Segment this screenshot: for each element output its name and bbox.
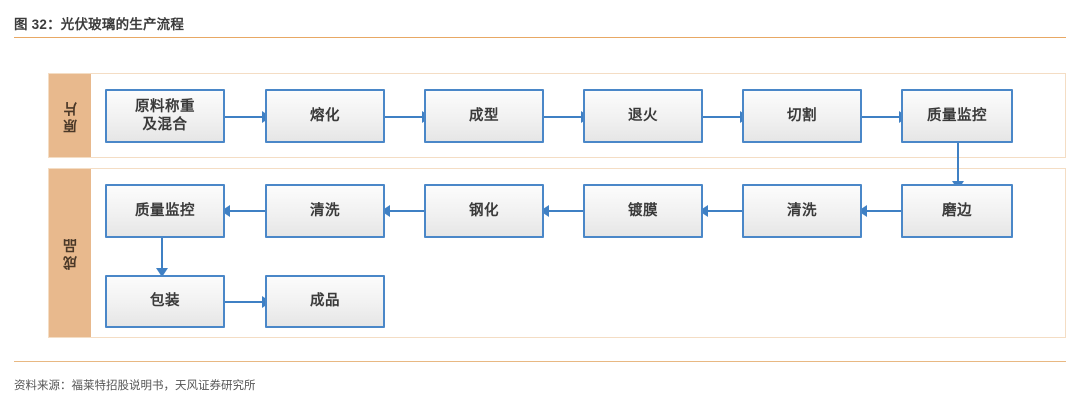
connector-wash2-to-qc2 bbox=[225, 210, 265, 212]
connector-melting-to-forming bbox=[385, 116, 425, 118]
node-raw-material-weighing[interactable]: 原料称重及混合 bbox=[105, 89, 225, 143]
node-quality-control-finished-label: 质量监控 bbox=[135, 202, 195, 219]
connector-packing-to-product bbox=[225, 301, 265, 303]
connector-weigh-to-melting bbox=[225, 116, 265, 118]
group-raw-glass-label: 原片 bbox=[49, 74, 91, 157]
arrowhead-grinding-to-wash1 bbox=[858, 205, 867, 217]
node-melting-label: 熔化 bbox=[310, 107, 340, 124]
source-divider bbox=[14, 361, 1066, 362]
node-washing-first-label: 清洗 bbox=[787, 202, 817, 219]
node-finished-product[interactable]: 成品 bbox=[265, 275, 385, 328]
node-melting[interactable]: 熔化 bbox=[265, 89, 385, 143]
connector-grinding-to-wash1 bbox=[862, 210, 902, 212]
node-raw-material-weighing-label: 原料称重及混合 bbox=[135, 98, 195, 133]
node-packing-label: 包装 bbox=[150, 293, 180, 310]
connector-temper-to-wash2 bbox=[385, 210, 425, 212]
node-packing[interactable]: 包装 bbox=[105, 275, 225, 328]
connector-qc1-to-grinding bbox=[957, 143, 959, 188]
node-cutting-label: 切割 bbox=[787, 107, 817, 124]
node-forming-label: 成型 bbox=[469, 107, 499, 124]
node-cutting[interactable]: 切割 bbox=[742, 89, 862, 143]
node-tempering-label: 钢化 bbox=[469, 202, 499, 219]
group-finished-product-label: 成品 bbox=[49, 169, 91, 337]
node-quality-control-raw[interactable]: 质量监控 bbox=[901, 89, 1013, 143]
node-tempering[interactable]: 钢化 bbox=[424, 184, 544, 238]
arrowhead-wash1-to-coating bbox=[699, 205, 708, 217]
node-annealing[interactable]: 退火 bbox=[583, 89, 703, 143]
node-finished-product-label: 成品 bbox=[310, 293, 340, 310]
node-quality-control-raw-label: 质量监控 bbox=[927, 107, 987, 124]
connector-forming-to-annealing bbox=[544, 116, 584, 118]
arrowhead-coating-to-temper bbox=[540, 205, 549, 217]
node-forming[interactable]: 成型 bbox=[424, 89, 544, 143]
node-coating[interactable]: 镀膜 bbox=[583, 184, 703, 238]
node-washing-second-label: 清洗 bbox=[310, 202, 340, 219]
connector-qc2-to-packing bbox=[161, 237, 163, 275]
figure-source: 资料来源：福莱特招股说明书，天风证券研究所 bbox=[14, 380, 256, 392]
node-annealing-label: 退火 bbox=[628, 107, 658, 124]
connector-wash1-to-coating bbox=[703, 210, 743, 212]
title-divider bbox=[14, 37, 1066, 38]
arrowhead-qc2-to-packing bbox=[156, 268, 168, 277]
connector-annealing-to-cutting bbox=[703, 116, 743, 118]
figure-title: 图 32：光伏玻璃的生产流程 bbox=[14, 17, 185, 32]
arrowhead-wash2-to-qc2 bbox=[221, 205, 230, 217]
node-washing-first[interactable]: 清洗 bbox=[742, 184, 862, 238]
node-washing-second[interactable]: 清洗 bbox=[265, 184, 385, 238]
node-quality-control-finished[interactable]: 质量监控 bbox=[105, 184, 225, 238]
arrowhead-temper-to-wash2 bbox=[381, 205, 390, 217]
node-coating-label: 镀膜 bbox=[628, 202, 658, 219]
connector-cutting-to-qc1 bbox=[862, 116, 902, 118]
node-edge-grinding[interactable]: 磨边 bbox=[901, 184, 1013, 238]
connector-coating-to-temper bbox=[544, 210, 584, 212]
node-edge-grinding-label: 磨边 bbox=[942, 202, 972, 219]
